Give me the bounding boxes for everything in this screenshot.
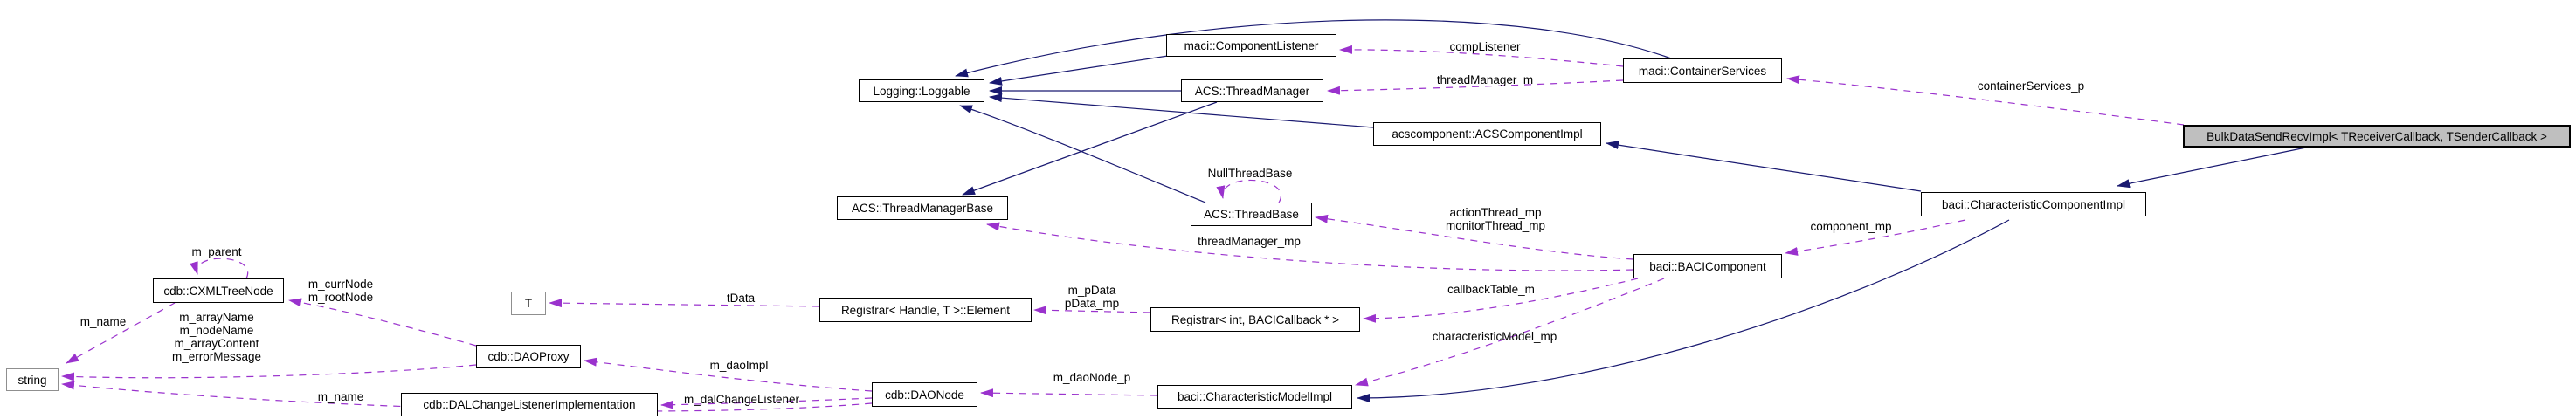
edge-label-line: containerServices_p <box>1977 79 2085 93</box>
edge-label-line: m_name <box>317 390 364 403</box>
edge-label-line: m_rootNode <box>307 291 374 304</box>
edge-label-m-dal-change-listener: m_dalChangeListener <box>684 393 799 406</box>
edge-label-line: m_arrayName <box>179 311 254 324</box>
edge-m-pdata-edge <box>1033 306 1151 315</box>
edge-label-m-name-dao-node: m_name <box>318 390 364 403</box>
node-registrar-element[interactable]: Registrar< Handle, T >::Element <box>819 298 1032 322</box>
edge-thread-manager-m-edge <box>1327 79 1624 95</box>
node-dao-proxy[interactable]: cdb::DAOProxy <box>476 345 581 368</box>
edge-m-name-tree-node-edge <box>66 302 176 364</box>
edge-label-line: tData <box>726 292 756 305</box>
edge-m-curr-root-node-edge <box>288 298 477 347</box>
edge-action-monitor-thread-edge <box>1315 214 1634 260</box>
edge-label-line: threadManager_m <box>1436 73 1534 86</box>
edge-label-line: m_name <box>79 315 127 328</box>
edge-label-line: m_parent <box>191 245 242 258</box>
node-dal-change-listener-implementation[interactable]: cdb::DALChangeListenerImplementation <box>401 393 658 416</box>
edge-label-line: pData_mp <box>1064 297 1120 310</box>
edge-tdata-edge <box>549 299 820 308</box>
edge-label-line: m_currNode <box>307 278 374 291</box>
edge-label-line: monitorThread_mp <box>1445 219 1546 232</box>
edge-label-m-dao-impl: m_daoImpl <box>710 359 769 372</box>
node-registrar-int-bacicallback[interactable]: Registrar< int, BACICallback * > <box>1150 307 1360 332</box>
edge-m-dal-change-listener-edge <box>660 397 873 409</box>
node-characteristic-component-impl[interactable]: baci::CharacteristicComponentImpl <box>1921 192 2146 216</box>
edge-callback-table-m-edge <box>1363 278 1639 323</box>
node-thread-manager-base[interactable]: ACS::ThreadManagerBase <box>837 196 1008 220</box>
edge-container-services-p-edge <box>1786 75 2185 126</box>
edge-m-parent-loop <box>190 258 249 279</box>
node-thread-manager[interactable]: ACS::ThreadManager <box>1181 79 1323 102</box>
edge-m-dao-node-p-edge <box>980 388 1158 398</box>
edge-label-thread-manager-mp: threadManager_mp <box>1198 235 1301 248</box>
edge-char-comp-impl-to-acs-component-impl <box>1606 141 1922 192</box>
edge-label-m-dao-node-p: m_daoNode_p <box>1053 371 1131 384</box>
edge-thread-manager-mp-edge <box>986 222 1634 271</box>
edge-characteristic-model-mp-edge <box>1355 278 1665 387</box>
edge-label-null-thread-base: NullThreadBase <box>1208 167 1293 180</box>
node-component-listener[interactable]: maci::ComponentListener <box>1166 34 1336 57</box>
node-acs-component-impl[interactable]: acscomponent::ACSComponentImpl <box>1373 122 1601 146</box>
edge-container-services-to-loggable <box>955 19 1672 78</box>
edge-label-line: m_nodeName <box>179 324 254 337</box>
edge-label-container-services-p: containerServices_p <box>1978 79 2084 93</box>
edge-label-line: m_daoImpl <box>709 359 769 372</box>
edge-label-line: component_mp <box>1810 220 1892 233</box>
node-characteristic-model-impl[interactable]: baci::CharacteristicModelImpl <box>1157 385 1352 409</box>
node-thread-base[interactable]: ACS::ThreadBase <box>1191 203 1312 226</box>
edge-m-array-fields-edge <box>61 364 477 381</box>
edge-acs-component-impl-to-loggable <box>989 93 1374 128</box>
edge-label-line: m_daoNode_p <box>1053 371 1131 384</box>
node-bulk-data-send-recv-impl[interactable]: BulkDataSendRecvImpl< TReceiverCallback,… <box>2183 125 2571 148</box>
edge-label-line: characteristicModel_mp <box>1432 330 1557 343</box>
edge-label-line: m_errorMessage <box>171 350 262 363</box>
edge-label-thread-manager-m: threadManager_m <box>1437 73 1533 86</box>
edge-label-tdata: tData <box>727 292 755 305</box>
edge-label-line: actionThread_mp <box>1449 206 1542 219</box>
edge-m-dao-impl-edge <box>584 357 873 392</box>
node-cxml-tree-node[interactable]: cdb::CXMLTreeNode <box>153 278 284 303</box>
edge-label-line: m_pData <box>1067 284 1116 297</box>
edge-null-thread-base-loop <box>1216 179 1281 203</box>
node-loggable[interactable]: Logging::Loggable <box>859 79 984 102</box>
edge-char-comp-impl-to-char-model-impl <box>1357 219 2010 402</box>
edge-label-component-mp: component_mp <box>1810 220 1891 233</box>
edge-thread-base-to-loggable <box>959 105 1206 203</box>
edge-label-callback-table-m: callbackTable_m <box>1447 283 1535 296</box>
edge-label-line: m_arrayContent <box>174 337 259 350</box>
edge-label-m-parent: m_parent <box>191 245 241 258</box>
edge-label-line: threadManager_mp <box>1198 235 1301 248</box>
edge-component-listener-to-loggable <box>989 55 1169 86</box>
edge-label-characteristic-model-mp: characteristicModel_mp <box>1433 330 1557 343</box>
node-container-services[interactable]: maci::ContainerServices <box>1623 58 1782 83</box>
node-baci-component[interactable]: baci::BACIComponent <box>1633 254 1782 278</box>
node-template-t: T <box>511 292 546 315</box>
node-dao-node[interactable]: cdb::DAONode <box>872 382 977 407</box>
edge-label-line: compListener <box>1449 40 1521 53</box>
edge-label-line: callbackTable_m <box>1447 283 1535 296</box>
edge-label-line: m_dalChangeListener <box>683 393 800 406</box>
edge-label-m-name-tree-node: m_name <box>80 315 127 328</box>
node-string: string <box>6 368 59 391</box>
edge-bulk-data-to-char-comp-impl <box>2117 147 2307 189</box>
edge-label-comp-listener: compListener <box>1449 40 1520 53</box>
edge-label-line: NullThreadBase <box>1207 167 1293 180</box>
edge-thread-manager-to-thread-manager-base <box>962 101 1218 196</box>
